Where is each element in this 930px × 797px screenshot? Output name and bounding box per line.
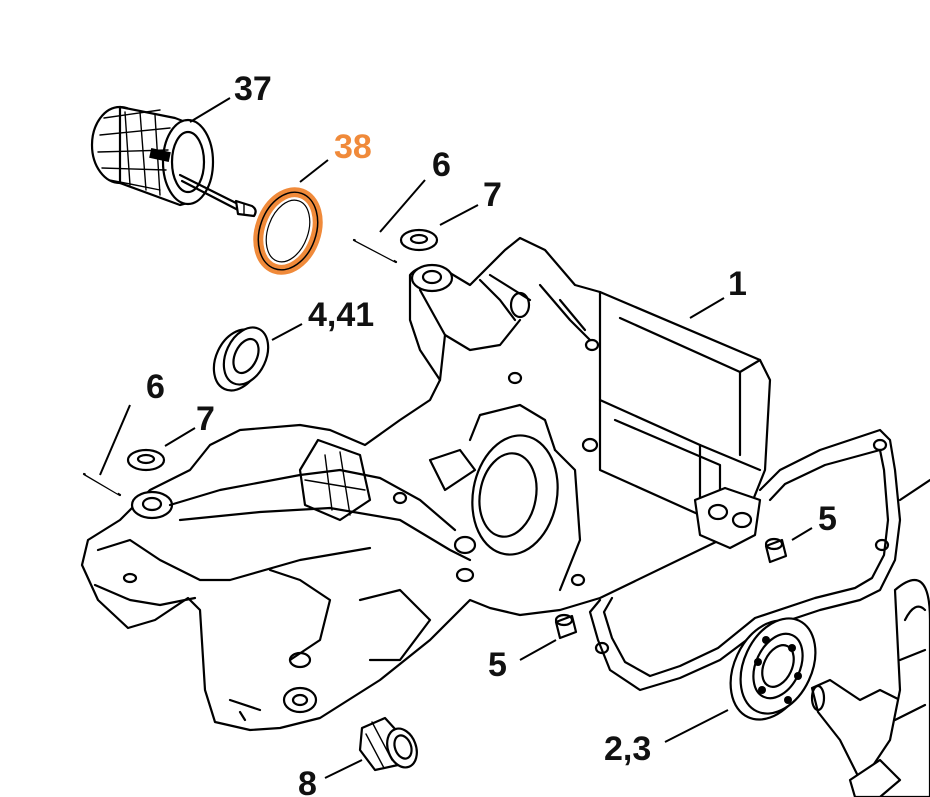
callout-1: 1 xyxy=(728,265,747,303)
callout-38: 38 xyxy=(334,128,372,166)
leader-5-right xyxy=(791,527,813,541)
callout-6-upper: 6 xyxy=(432,146,451,184)
leader-1 xyxy=(689,297,725,319)
leader-7-upper xyxy=(439,204,479,226)
callout-6-lower: 6 xyxy=(146,368,165,406)
part-6-pin-upper[interactable] xyxy=(352,238,398,264)
part-2-3-bearing[interactable] xyxy=(715,606,830,732)
crankshaft[interactable] xyxy=(810,579,930,797)
leader-8 xyxy=(324,759,363,779)
leader-2-3 xyxy=(664,709,729,743)
leader-6-lower xyxy=(99,404,131,476)
part-7-washer-lower[interactable] xyxy=(126,448,166,472)
callout-7-upper: 7 xyxy=(483,176,502,214)
part-1-crankcase[interactable] xyxy=(80,236,772,732)
callout-2-3: 2,3 xyxy=(604,730,651,768)
callout-8: 8 xyxy=(298,765,317,797)
part-37-strainer[interactable] xyxy=(90,105,257,218)
leader-38 xyxy=(299,159,329,183)
part-5-dowel-right[interactable] xyxy=(764,537,788,564)
part-8-fitting[interactable] xyxy=(358,716,422,772)
callout-7-lower: 7 xyxy=(196,400,215,438)
part-6-pin-lower[interactable] xyxy=(82,472,122,497)
part-7-washer-upper[interactable] xyxy=(399,228,439,252)
callout-5-right: 5 xyxy=(818,500,837,538)
callout-5-lower: 5 xyxy=(488,646,507,684)
leader-4-41 xyxy=(271,323,303,341)
leader-7-lower xyxy=(164,427,196,447)
leader-5-lower xyxy=(519,639,557,661)
leader-37 xyxy=(189,97,231,123)
part-5-dowel-lower[interactable] xyxy=(554,613,578,640)
callout-37: 37 xyxy=(234,70,272,108)
callout-4-41: 4,41 xyxy=(308,296,374,334)
part-38-o-ring[interactable] xyxy=(248,184,328,278)
gasket[interactable] xyxy=(588,428,930,692)
part-4-41-oil-seal[interactable] xyxy=(205,320,277,398)
leader-6-upper xyxy=(379,179,426,233)
